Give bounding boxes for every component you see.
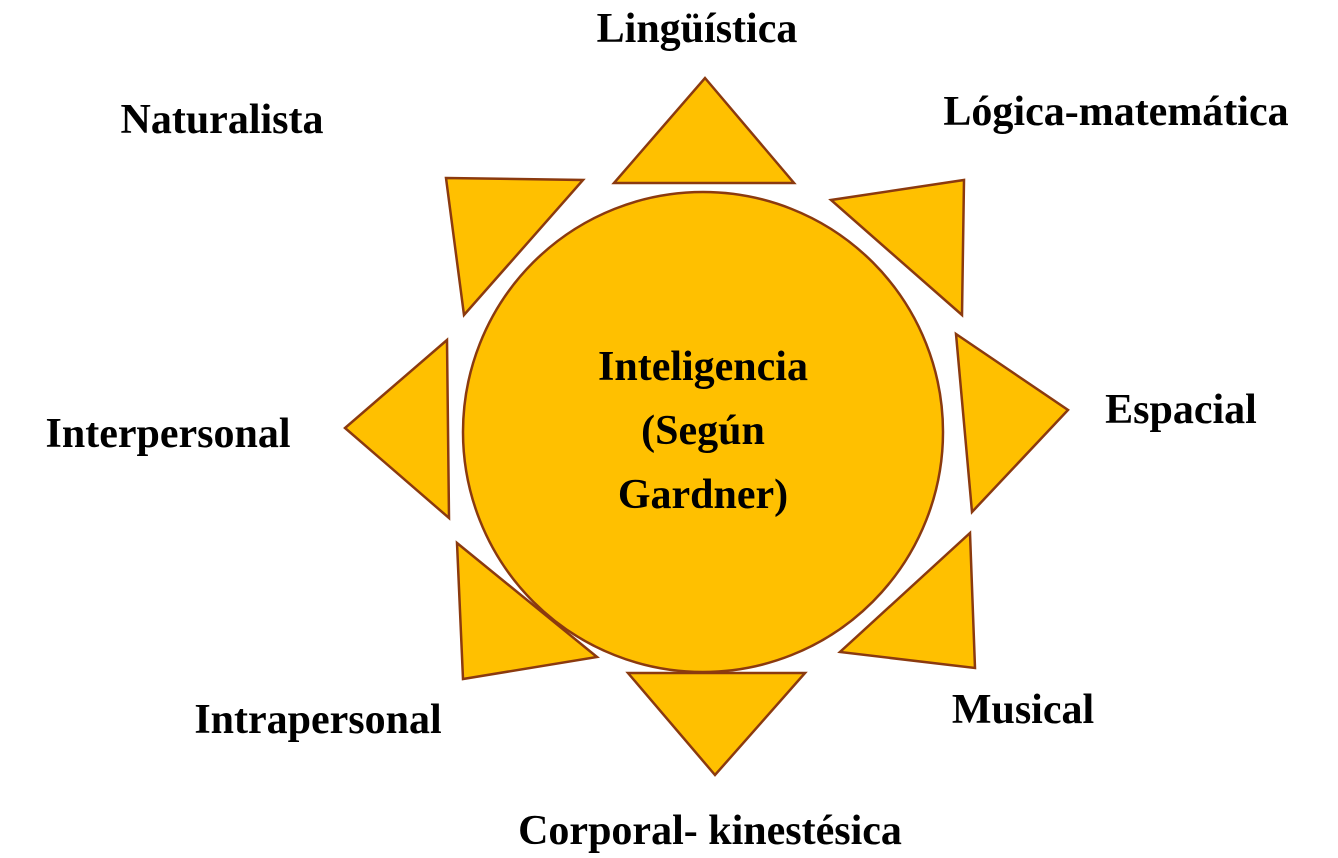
label-logica-matematica: Lógica-matemática bbox=[943, 89, 1288, 135]
label-intrapersonal: Intrapersonal bbox=[194, 697, 441, 743]
ray-espacial bbox=[954, 331, 1070, 515]
center-circle bbox=[461, 190, 945, 674]
label-interpersonal: Interpersonal bbox=[46, 411, 291, 457]
label-corporal-kinestesica: Corporal- kinestésica bbox=[518, 808, 902, 854]
label-naturalista: Naturalista bbox=[121, 97, 324, 143]
label-linguistica: Lingüística bbox=[597, 6, 798, 52]
ray-musical bbox=[837, 530, 977, 670]
center-title-line-3: Gardner) bbox=[618, 472, 788, 518]
ray-linguistica bbox=[611, 76, 797, 185]
ray-corporal-kinestesica bbox=[625, 671, 808, 777]
ray-intrapersonal bbox=[455, 540, 600, 681]
center-title-line-1: Inteligencia bbox=[598, 344, 808, 390]
label-espacial: Espacial bbox=[1105, 387, 1257, 433]
ray-naturalista bbox=[444, 176, 586, 318]
center-title-line-2: (Según bbox=[641, 408, 765, 454]
ray-interpersonal bbox=[343, 337, 451, 521]
ray-logica-matematica bbox=[828, 178, 966, 318]
label-musical: Musical bbox=[952, 687, 1094, 733]
